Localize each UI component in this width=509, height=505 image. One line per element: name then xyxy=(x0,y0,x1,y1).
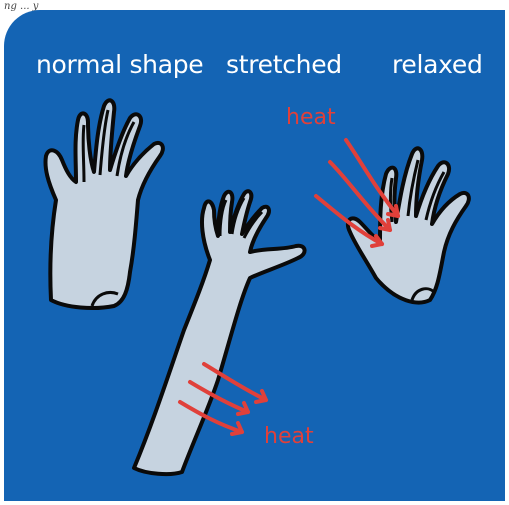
heat-label-top: heat xyxy=(286,105,336,130)
heat-label-bottom: heat xyxy=(264,424,314,449)
glove-illustration xyxy=(4,10,505,501)
glove-normal-icon xyxy=(45,100,162,308)
diagram-panel: normal shape stretched relaxed xyxy=(4,10,505,501)
